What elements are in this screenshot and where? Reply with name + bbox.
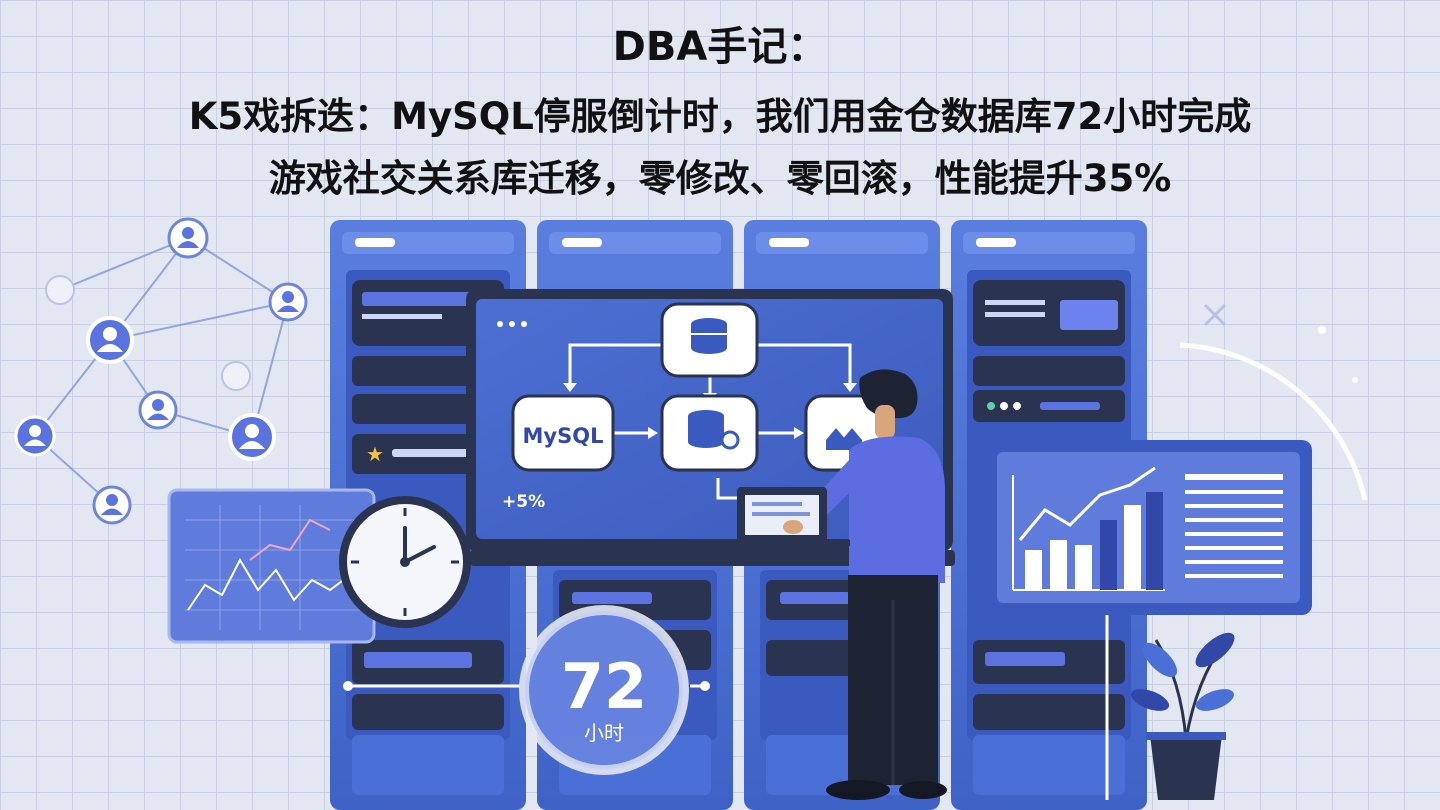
server-rack bbox=[951, 220, 1147, 810]
hours-badge bbox=[343, 605, 710, 775]
user-icon bbox=[138, 390, 178, 430]
source-db-box bbox=[511, 394, 615, 472]
user-icon bbox=[14, 415, 56, 457]
gear-icon bbox=[1203, 303, 1227, 327]
hours-value: 72 bbox=[561, 650, 647, 723]
migration-monitor bbox=[466, 289, 955, 566]
plant-icon bbox=[1130, 632, 1235, 800]
page-title: DBA手记： bbox=[612, 24, 828, 70]
user-icon bbox=[228, 413, 276, 461]
engineer-figure bbox=[737, 369, 947, 800]
user-icon bbox=[268, 282, 308, 322]
user-icon bbox=[92, 485, 132, 525]
database-icon bbox=[660, 302, 759, 378]
source-db-label: MySQL bbox=[523, 424, 604, 448]
analytics-board bbox=[985, 440, 1312, 800]
gain-label: +5% bbox=[502, 492, 545, 512]
headline-line-2: 游戏社交关系库迁移，零修改、零回滚，性能提升35% bbox=[268, 157, 1172, 200]
headline-line-1: K5戏拆迭：MySQL停服倒计时，我们用金仓数据库72小时完成 bbox=[188, 95, 1252, 138]
user-icon bbox=[86, 316, 134, 364]
user-icon bbox=[167, 217, 209, 259]
chart-icon bbox=[167, 488, 376, 644]
clock-icon bbox=[339, 496, 471, 628]
database-icon bbox=[660, 394, 759, 472]
svg-text:★: ★ bbox=[366, 442, 384, 466]
hours-unit: 小时 bbox=[584, 721, 624, 745]
